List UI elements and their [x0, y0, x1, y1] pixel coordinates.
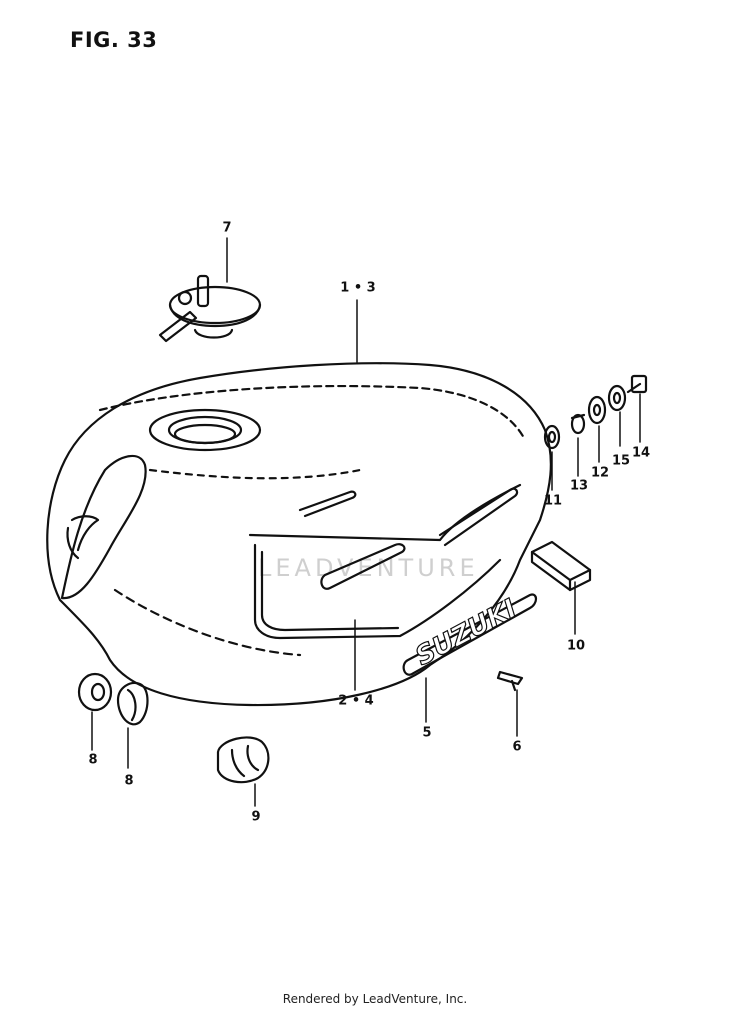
callout-14: 14	[631, 445, 651, 461]
callout-6: 6	[512, 739, 522, 755]
callout-11: 11	[543, 493, 563, 509]
fuel-tank	[46, 362, 552, 707]
washer-part	[543, 424, 561, 450]
leader-lines	[91, 237, 641, 807]
bolt-part	[626, 374, 648, 394]
callout-7: 7	[222, 220, 232, 236]
washer-part	[607, 384, 627, 412]
rubber-pad	[530, 540, 592, 592]
callout-1-3: 1 • 3	[340, 280, 376, 296]
screw-part	[496, 670, 524, 692]
callout-10: 10	[566, 638, 586, 654]
collar-part	[570, 413, 586, 435]
washer-part	[587, 395, 607, 425]
grommet-part	[216, 736, 270, 784]
cushion-part	[77, 672, 113, 712]
footer-credit: Rendered by LeadVenture, Inc.	[282, 992, 468, 1006]
callout-15: 15	[611, 453, 631, 469]
fuel-cap	[158, 274, 262, 343]
callout-9: 9	[251, 809, 261, 825]
emblem-lettering: SUZUKI	[411, 594, 522, 672]
callout-13: 13	[569, 478, 589, 494]
cushion-part	[116, 681, 149, 726]
callout-8-left: 8	[88, 752, 98, 768]
suzuki-emblem	[402, 593, 538, 676]
figure-title: FIG. 33	[70, 28, 158, 52]
callout-8-right: 8	[124, 773, 134, 789]
callout-5: 5	[422, 725, 432, 741]
watermark: LEADVENTURE	[258, 554, 479, 582]
callout-12: 12	[590, 465, 610, 481]
callout-2-4: 2 • 4	[338, 693, 374, 709]
